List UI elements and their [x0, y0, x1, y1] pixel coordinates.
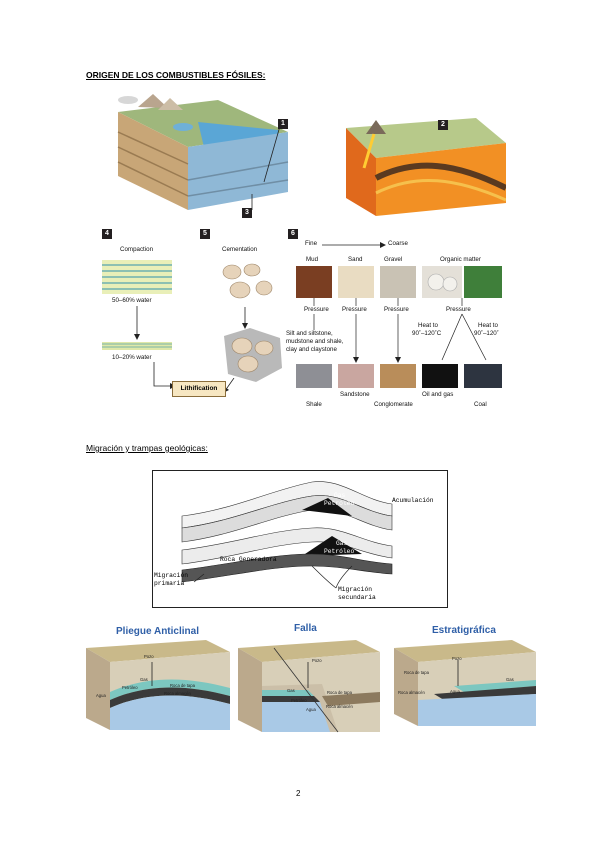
fine-coarse-arrow — [322, 242, 386, 248]
roca-generadora-label: Roca Generadora — [220, 556, 277, 563]
marker-6: 6 — [288, 229, 298, 239]
mud-label: Mud — [306, 256, 319, 263]
gas-bottom-label: Gas — [336, 540, 348, 547]
fault-agua-label: Agua — [306, 707, 316, 712]
compaction-title: Compaction — [120, 246, 154, 253]
anticline-petroleo-label: Petróleo — [122, 685, 138, 690]
fault-gas-label: Gas — [287, 688, 295, 693]
marker-2: 2 — [438, 120, 448, 130]
coal-label: Coal — [474, 401, 487, 408]
section-title-migration: Migración y trampas geológicas: — [86, 443, 208, 453]
anticline-roca-tapa-label: Roca de tapa — [170, 683, 195, 688]
trap-title-stratigraphic: Estratigráfica — [432, 625, 496, 636]
page-number: 2 — [296, 789, 301, 798]
lithification-box: Lithification — [172, 381, 226, 397]
sandstone-label: Sandstone — [340, 391, 370, 398]
marker-3: 3 — [242, 208, 252, 218]
silt-line-2: mudstone and shale, — [286, 338, 344, 345]
heat-1-line-1: Heat to — [418, 322, 438, 329]
trap-title-anticline: Pliegue Anticlinal — [116, 626, 199, 637]
cementation-grains — [222, 263, 273, 299]
heat-1-line-2: 90˚–120˚C — [412, 330, 442, 337]
fine-label: Fine — [305, 240, 318, 247]
anticline-trap-block — [86, 640, 230, 730]
petroleo-bottom-label: Petróleo — [324, 548, 355, 555]
strat-pozo-label: Pozo — [452, 656, 462, 661]
pressure-label-2: Pressure — [342, 306, 367, 313]
strat-agua-label: Agua — [450, 689, 460, 694]
strat-roca-almacen-label: Roca almacén — [398, 690, 425, 695]
gravel-label: Gravel — [384, 256, 403, 263]
fault-pozo-label: Pozo — [312, 658, 322, 663]
compaction-layers-low — [102, 342, 172, 350]
migracion-secundaria-label-2: secundaria — [338, 594, 376, 601]
heat-2-line-2: 90˚–120˚ — [474, 330, 499, 337]
migracion-primaria-label-2: primaria — [154, 580, 185, 587]
callout-lines — [251, 125, 281, 210]
strat-gas-label: Gas — [506, 677, 514, 682]
migracion-secundaria-label-1: Migración — [338, 586, 373, 593]
section-title-origin: ORIGEN DE LOS COMBUSTIBLES FÓSILES: — [86, 70, 266, 80]
petroleo-top-label: Petróleo — [324, 500, 355, 507]
anticline-roca-almacen-label: Roca almacén — [164, 691, 191, 696]
coarse-label: Coarse — [388, 240, 408, 247]
stratigraphic-trap-block — [394, 640, 536, 726]
anticline-pozo-label: Pozo — [144, 654, 154, 659]
compaction-layers-high — [102, 260, 172, 294]
trap-title-fault: Falla — [294, 623, 317, 634]
strat-roca-tapa-label: Roca de tapa — [404, 670, 429, 675]
migracion-primaria-label-1: Migración — [154, 572, 189, 579]
anticline-gas-label: Gas — [140, 677, 148, 682]
marker-4: 4 — [102, 229, 112, 239]
cemented-grains — [224, 328, 282, 382]
conglomerate-label: Conglomerate — [374, 401, 413, 408]
organic-label: Organic matter — [440, 256, 481, 263]
pressure-label-1: Pressure — [304, 306, 329, 313]
silt-line-3: clay and claystone — [286, 346, 337, 353]
cementation-title: Cementation — [222, 246, 258, 253]
fault-petroleo-label: Petróleo — [291, 698, 307, 703]
volcano-subduction-diagram — [346, 118, 506, 216]
shale-label: Shale — [306, 401, 322, 408]
fault-trap-block — [238, 640, 380, 733]
sediment-samples — [296, 266, 502, 298]
landscape-ocean-diagram — [117, 94, 289, 210]
anticline-agua-label: Agua — [96, 693, 106, 698]
fault-roca-almacen-label: Roca almacén — [326, 704, 353, 709]
fault-roca-tapa-label: Roca de tapa — [327, 690, 352, 695]
heat-2-line-1: Heat to — [478, 322, 498, 329]
gas-top-label: Gas — [334, 492, 346, 499]
compaction-arrow — [134, 306, 140, 340]
migration-diagram — [152, 470, 448, 608]
pressure-label-4: Pressure — [446, 306, 471, 313]
pressure-label-3: Pressure — [384, 306, 409, 313]
water-low-label: 10–20% water — [112, 354, 152, 361]
silt-line-1: Silt and siltstone, — [286, 330, 333, 337]
cementation-arrow — [242, 307, 248, 329]
pressure-arrows — [313, 298, 487, 363]
sand-label: Sand — [348, 256, 363, 263]
rock-samples — [296, 364, 502, 388]
oil-gas-label: Oil and gas — [422, 391, 454, 398]
marker-1: 1 — [278, 119, 288, 129]
acumulacion-label: Acumulación — [392, 497, 434, 504]
water-high-label: 50–60% water — [112, 297, 152, 304]
marker-5: 5 — [200, 229, 210, 239]
